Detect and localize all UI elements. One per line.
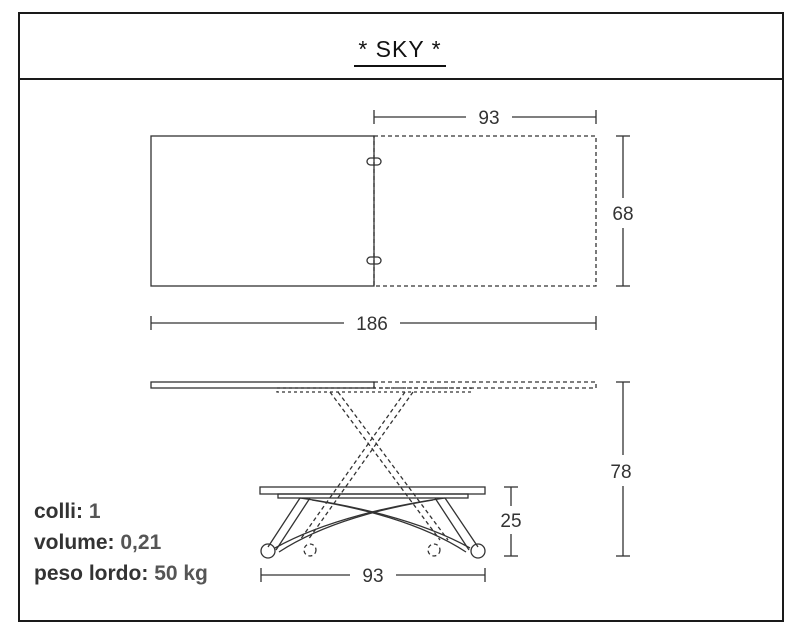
spec-separator: : xyxy=(107,531,115,554)
dim-label-total-length: 186 xyxy=(356,314,388,335)
spec-value: 0,21 xyxy=(120,531,162,554)
frame-high xyxy=(276,387,472,393)
header-divider xyxy=(18,78,784,80)
spec-label: peso lordo xyxy=(34,562,142,585)
spec-separator: : xyxy=(141,562,149,585)
drawing-frame xyxy=(18,12,784,622)
page-title: * SKY * xyxy=(0,36,800,67)
scissor-legs-high xyxy=(299,391,449,557)
frame-low xyxy=(277,493,469,499)
tabletop-plan-fixed xyxy=(150,135,375,287)
tabletop-side-high-extension xyxy=(373,381,597,389)
dimension-line-height-min xyxy=(504,486,518,557)
spec-row: colli: 1 xyxy=(34,500,101,524)
spec-separator: : xyxy=(76,500,84,523)
dim-label-height-min: 25 xyxy=(500,511,521,532)
title-text: * SKY * xyxy=(354,36,446,67)
dimension-line-depth xyxy=(616,135,630,287)
scissor-legs-low xyxy=(260,497,486,559)
dimension-line-base-width xyxy=(260,568,486,582)
dimension-line-height-max xyxy=(616,381,630,557)
spec-value: 50 kg xyxy=(154,562,208,585)
spec-row: peso lordo: 50 kg xyxy=(34,562,208,586)
tabletop-plan-extension xyxy=(373,135,597,287)
tabletop-side-low xyxy=(259,486,486,495)
dim-label-depth: 68 xyxy=(612,204,633,225)
dimension-line-extension-width xyxy=(373,110,597,124)
hinge-slot-bottom xyxy=(366,256,382,265)
spec-label: volume xyxy=(34,531,108,554)
tabletop-side-high xyxy=(150,381,375,389)
spec-row: volume: 0,21 xyxy=(34,531,161,555)
dimension-line-total-length xyxy=(150,316,597,330)
spec-label: colli xyxy=(34,500,77,523)
hinge-slot-top xyxy=(366,157,382,166)
dim-label-height-max: 78 xyxy=(610,462,631,483)
spec-value: 1 xyxy=(88,500,101,523)
dim-label-base-width: 93 xyxy=(362,566,383,587)
dim-label-extension-width: 93 xyxy=(478,108,499,129)
